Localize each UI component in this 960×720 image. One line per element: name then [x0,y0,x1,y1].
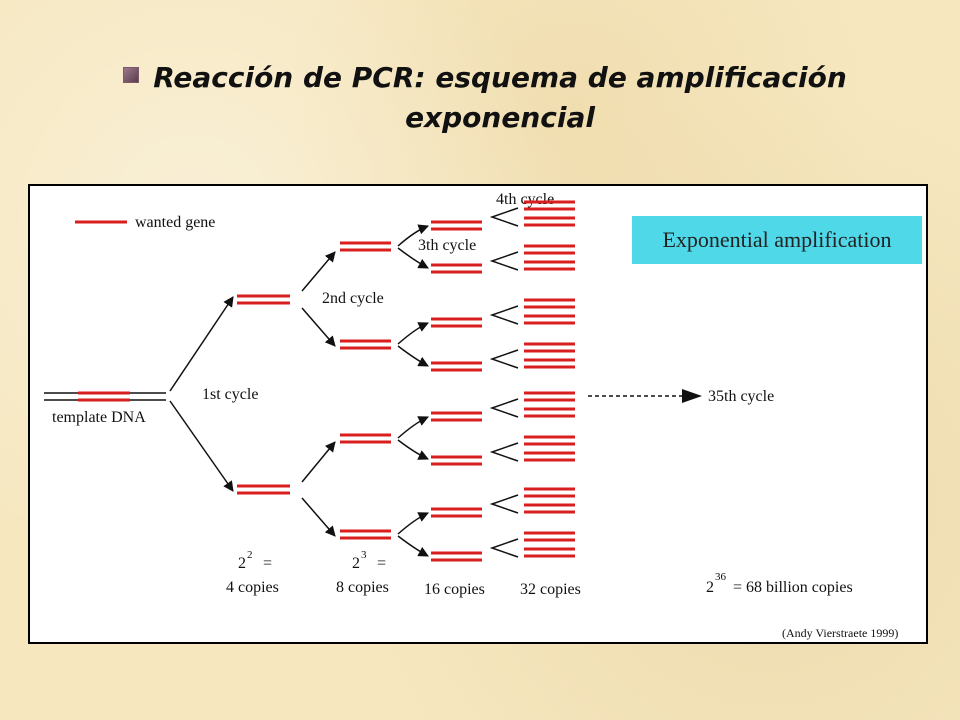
copies-final-text: = 68 billion copies [733,579,853,596]
copies-8-eq: = [377,555,386,572]
copies-8-base: 2 [352,555,360,572]
cycle2-products [340,241,391,540]
cycle-label-1st: 1st cycle [202,386,258,403]
copies-4-exp: 2 [247,549,253,561]
copies-labels: 2 2 = 4 copies 2 3 = 8 copies 16 copies … [226,549,853,598]
copies-final-exp: 36 [715,571,727,583]
legend-label: wanted gene [135,214,215,231]
title-bullet-icon [123,67,139,83]
legend: wanted gene [75,214,215,231]
cycle1-products [237,294,290,495]
cycle-label-4th: 4th cycle [496,191,554,208]
cycle-label-2nd: 2nd cycle [322,290,384,307]
slide-title: Reacción de PCR: esquema de amplificació… [153,61,847,134]
cycle3-products [431,220,482,562]
dashed-arrow-head-icon [682,389,702,403]
copies-4-eq: = [263,555,272,572]
copies-8-text: 8 copies [336,579,389,596]
copies-32-text: 32 copies [520,581,581,598]
template-label: template DNA [52,409,146,426]
template-dna: template DNA [44,391,166,426]
copies-4-base: 2 [238,555,246,572]
copies-4-text: 4 copies [226,579,279,596]
copies-16-text: 16 copies [424,581,485,598]
pcr-diagram-svg: wanted gene template DNA 1st cycle 2nd c… [44,191,898,640]
credit: (Andy Vierstraete 1999) [782,626,898,640]
copies-final-base: 2 [706,579,714,596]
cycle-label-35th: 35th cycle [708,388,774,405]
pcr-diagram: wanted gene template DNA 1st cycle 2nd c… [28,184,928,644]
exponential-amplification-box: Exponential amplification [632,216,922,264]
cycle4-products [524,200,575,558]
copies-8-exp: 3 [361,549,367,561]
cycle-label-3th: 3th cycle [418,237,476,254]
